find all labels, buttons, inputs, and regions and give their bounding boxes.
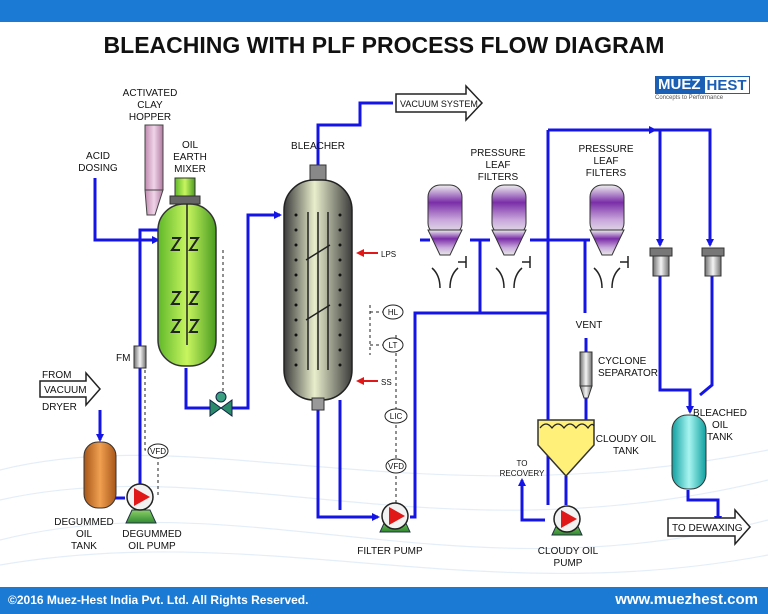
logo-text-muez: MUEZ bbox=[655, 76, 704, 94]
copyright-text: ©2016 Muez-Hest India Pvt. Ltd. All Righ… bbox=[8, 593, 309, 607]
company-logo: MUEZ HEST Concepts to Performance bbox=[655, 76, 755, 106]
cloudy-oil-pump bbox=[551, 505, 583, 536]
to-dewaxing-label: TO DEWAXING bbox=[672, 523, 743, 534]
flow-meter bbox=[133, 345, 147, 369]
page-title: BLEACHING WITH PLF PROCESS FLOW DIAGRAM bbox=[103, 32, 665, 58]
from-vacuum-label-3: DRYER bbox=[42, 402, 77, 413]
lt-bubble bbox=[382, 337, 404, 353]
cloudy-oil-tank bbox=[537, 419, 595, 478]
vfd-bubble-2 bbox=[385, 458, 407, 474]
ss-label: SS bbox=[381, 378, 392, 387]
lic-label: LIC bbox=[390, 412, 403, 421]
logo-text-hest: HEST bbox=[703, 76, 750, 94]
lt-label: LT bbox=[389, 341, 398, 350]
bleached-oil-tank bbox=[671, 414, 707, 490]
pressure-leaf-filter-3 bbox=[589, 184, 629, 289]
clay-hopper bbox=[144, 124, 164, 216]
pressure-leaf-filter-2 bbox=[491, 184, 531, 289]
filter-pump-label: FILTER PUMP bbox=[357, 546, 423, 557]
polishing-filter-2 bbox=[701, 247, 725, 277]
hl-bubble bbox=[382, 304, 404, 320]
bleacher-label: BLEACHER bbox=[291, 141, 345, 152]
vfd-label-1: VFD bbox=[150, 447, 166, 456]
from-vacuum-label-1: FROM bbox=[42, 370, 71, 381]
to-dewaxing-arrow bbox=[667, 508, 752, 546]
footer-bar: ©2016 Muez-Hest India Pvt. Ltd. All Righ… bbox=[0, 587, 768, 614]
top-bar bbox=[0, 0, 768, 22]
logo-tagline: Concepts to Performance bbox=[655, 95, 724, 101]
degummed-oil-tank bbox=[83, 441, 117, 509]
degummed-oil-pump bbox=[125, 483, 157, 524]
fm-label: FM bbox=[116, 353, 130, 364]
cyclone-separator bbox=[579, 351, 593, 399]
bleacher-coil-dots bbox=[294, 213, 342, 367]
vacuum-system-arrow bbox=[395, 84, 484, 122]
from-vacuum-arrow bbox=[39, 371, 101, 407]
filter-pump bbox=[379, 502, 411, 533]
control-lines bbox=[144, 250, 397, 505]
from-vacuum-label-2: VACUUM bbox=[44, 385, 87, 396]
vacuum-system-label: VACUUM SYSTEM bbox=[400, 99, 478, 109]
vent-label: VENT bbox=[576, 320, 603, 331]
website-link[interactable]: www.muezhest.com bbox=[615, 591, 758, 608]
vfd-bubble-1 bbox=[147, 443, 169, 459]
pressure-leaf-filter-1 bbox=[427, 184, 467, 289]
oil-earth-mixer bbox=[157, 177, 217, 367]
lps-label: LPS bbox=[381, 250, 396, 259]
bleacher-vessel bbox=[283, 164, 353, 411]
hl-label: HL bbox=[388, 308, 399, 317]
vfd-label-2: VFD bbox=[388, 462, 404, 471]
process-pipes bbox=[93, 101, 722, 524]
lic-bubble bbox=[384, 408, 408, 424]
control-valve bbox=[209, 391, 233, 417]
polishing-filter-1 bbox=[649, 247, 673, 277]
instrument-bubbles bbox=[147, 304, 408, 474]
